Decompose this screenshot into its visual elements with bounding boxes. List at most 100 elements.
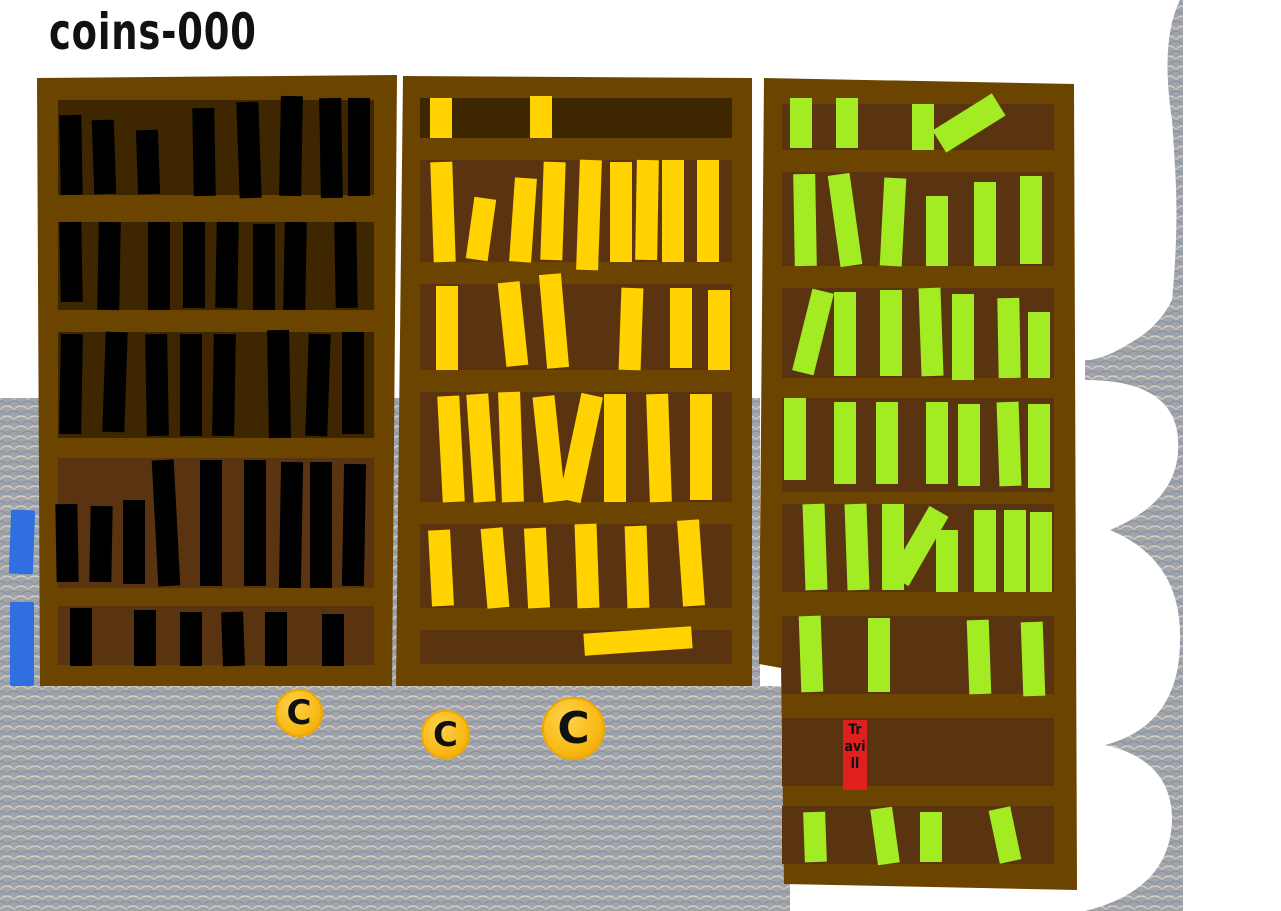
book [708, 290, 730, 370]
book [97, 221, 121, 311]
door-icon[interactable] [8, 509, 36, 575]
book [180, 612, 202, 666]
book [59, 333, 83, 435]
book [102, 331, 128, 433]
book [996, 401, 1022, 487]
book [635, 159, 659, 261]
book [135, 129, 161, 195]
book [530, 96, 552, 138]
book [889, 505, 949, 587]
book [1020, 176, 1042, 264]
coin-icon[interactable]: C [275, 689, 323, 737]
book [988, 806, 1022, 864]
book [677, 519, 705, 607]
book [827, 172, 863, 268]
book [437, 395, 465, 503]
book [576, 159, 602, 271]
book [697, 160, 719, 262]
book [466, 393, 496, 503]
book [610, 162, 632, 262]
book [430, 161, 456, 263]
book [876, 402, 898, 484]
coin-icon[interactable]: C [542, 697, 605, 760]
book [790, 98, 812, 148]
book [646, 393, 672, 503]
book [322, 614, 344, 666]
book [236, 101, 262, 199]
book [430, 98, 452, 138]
book [123, 500, 145, 584]
book [436, 286, 458, 370]
book [215, 221, 239, 309]
coin-icon[interactable]: C [421, 710, 470, 759]
book [341, 463, 367, 587]
book [538, 273, 570, 369]
book [253, 224, 275, 310]
travel-sign[interactable]: Tr avi ll [843, 720, 867, 790]
book [212, 333, 236, 437]
book [918, 287, 944, 377]
book [870, 806, 900, 866]
book [1020, 621, 1046, 697]
book [793, 173, 817, 267]
book [334, 221, 358, 309]
cloud [1072, 0, 1180, 360]
book [844, 503, 870, 591]
book [1030, 512, 1052, 592]
door-icon[interactable] [10, 602, 34, 686]
shelf-compartment [782, 172, 1054, 266]
book [55, 503, 79, 583]
book [279, 95, 303, 197]
shelf-compartment [58, 606, 374, 665]
book [952, 294, 974, 380]
book [912, 104, 934, 150]
book [880, 290, 902, 376]
book [574, 523, 600, 609]
coin-counter: coins-000 [49, 3, 257, 61]
book [879, 177, 907, 267]
book [200, 460, 222, 586]
book [59, 221, 83, 303]
book [604, 394, 626, 502]
book [523, 527, 551, 609]
book [509, 177, 537, 263]
book [283, 221, 307, 311]
book [70, 608, 92, 666]
book [532, 395, 566, 503]
book [221, 611, 245, 667]
book [784, 398, 806, 480]
book [278, 461, 304, 589]
book [583, 626, 693, 656]
book [836, 98, 858, 148]
terrain-right-wall [1085, 0, 1183, 911]
book [319, 97, 343, 199]
book [498, 391, 524, 503]
book [1004, 510, 1026, 592]
book [1028, 312, 1050, 378]
book [310, 462, 332, 588]
book [180, 334, 202, 436]
book [834, 402, 856, 484]
book [834, 292, 856, 376]
book [192, 107, 216, 197]
book [926, 196, 948, 266]
book [974, 510, 996, 592]
book [618, 287, 644, 371]
book [89, 505, 113, 583]
book [802, 503, 828, 591]
shelf-compartment [420, 98, 732, 138]
book [958, 404, 980, 486]
book [624, 525, 650, 609]
book [244, 460, 266, 586]
book [670, 288, 692, 368]
book [145, 333, 169, 437]
book [920, 812, 942, 862]
book [183, 222, 205, 308]
book [348, 98, 370, 196]
book [134, 610, 156, 666]
book [690, 394, 712, 500]
book [997, 297, 1021, 379]
shelf-compartment [420, 160, 732, 262]
book [428, 529, 454, 607]
